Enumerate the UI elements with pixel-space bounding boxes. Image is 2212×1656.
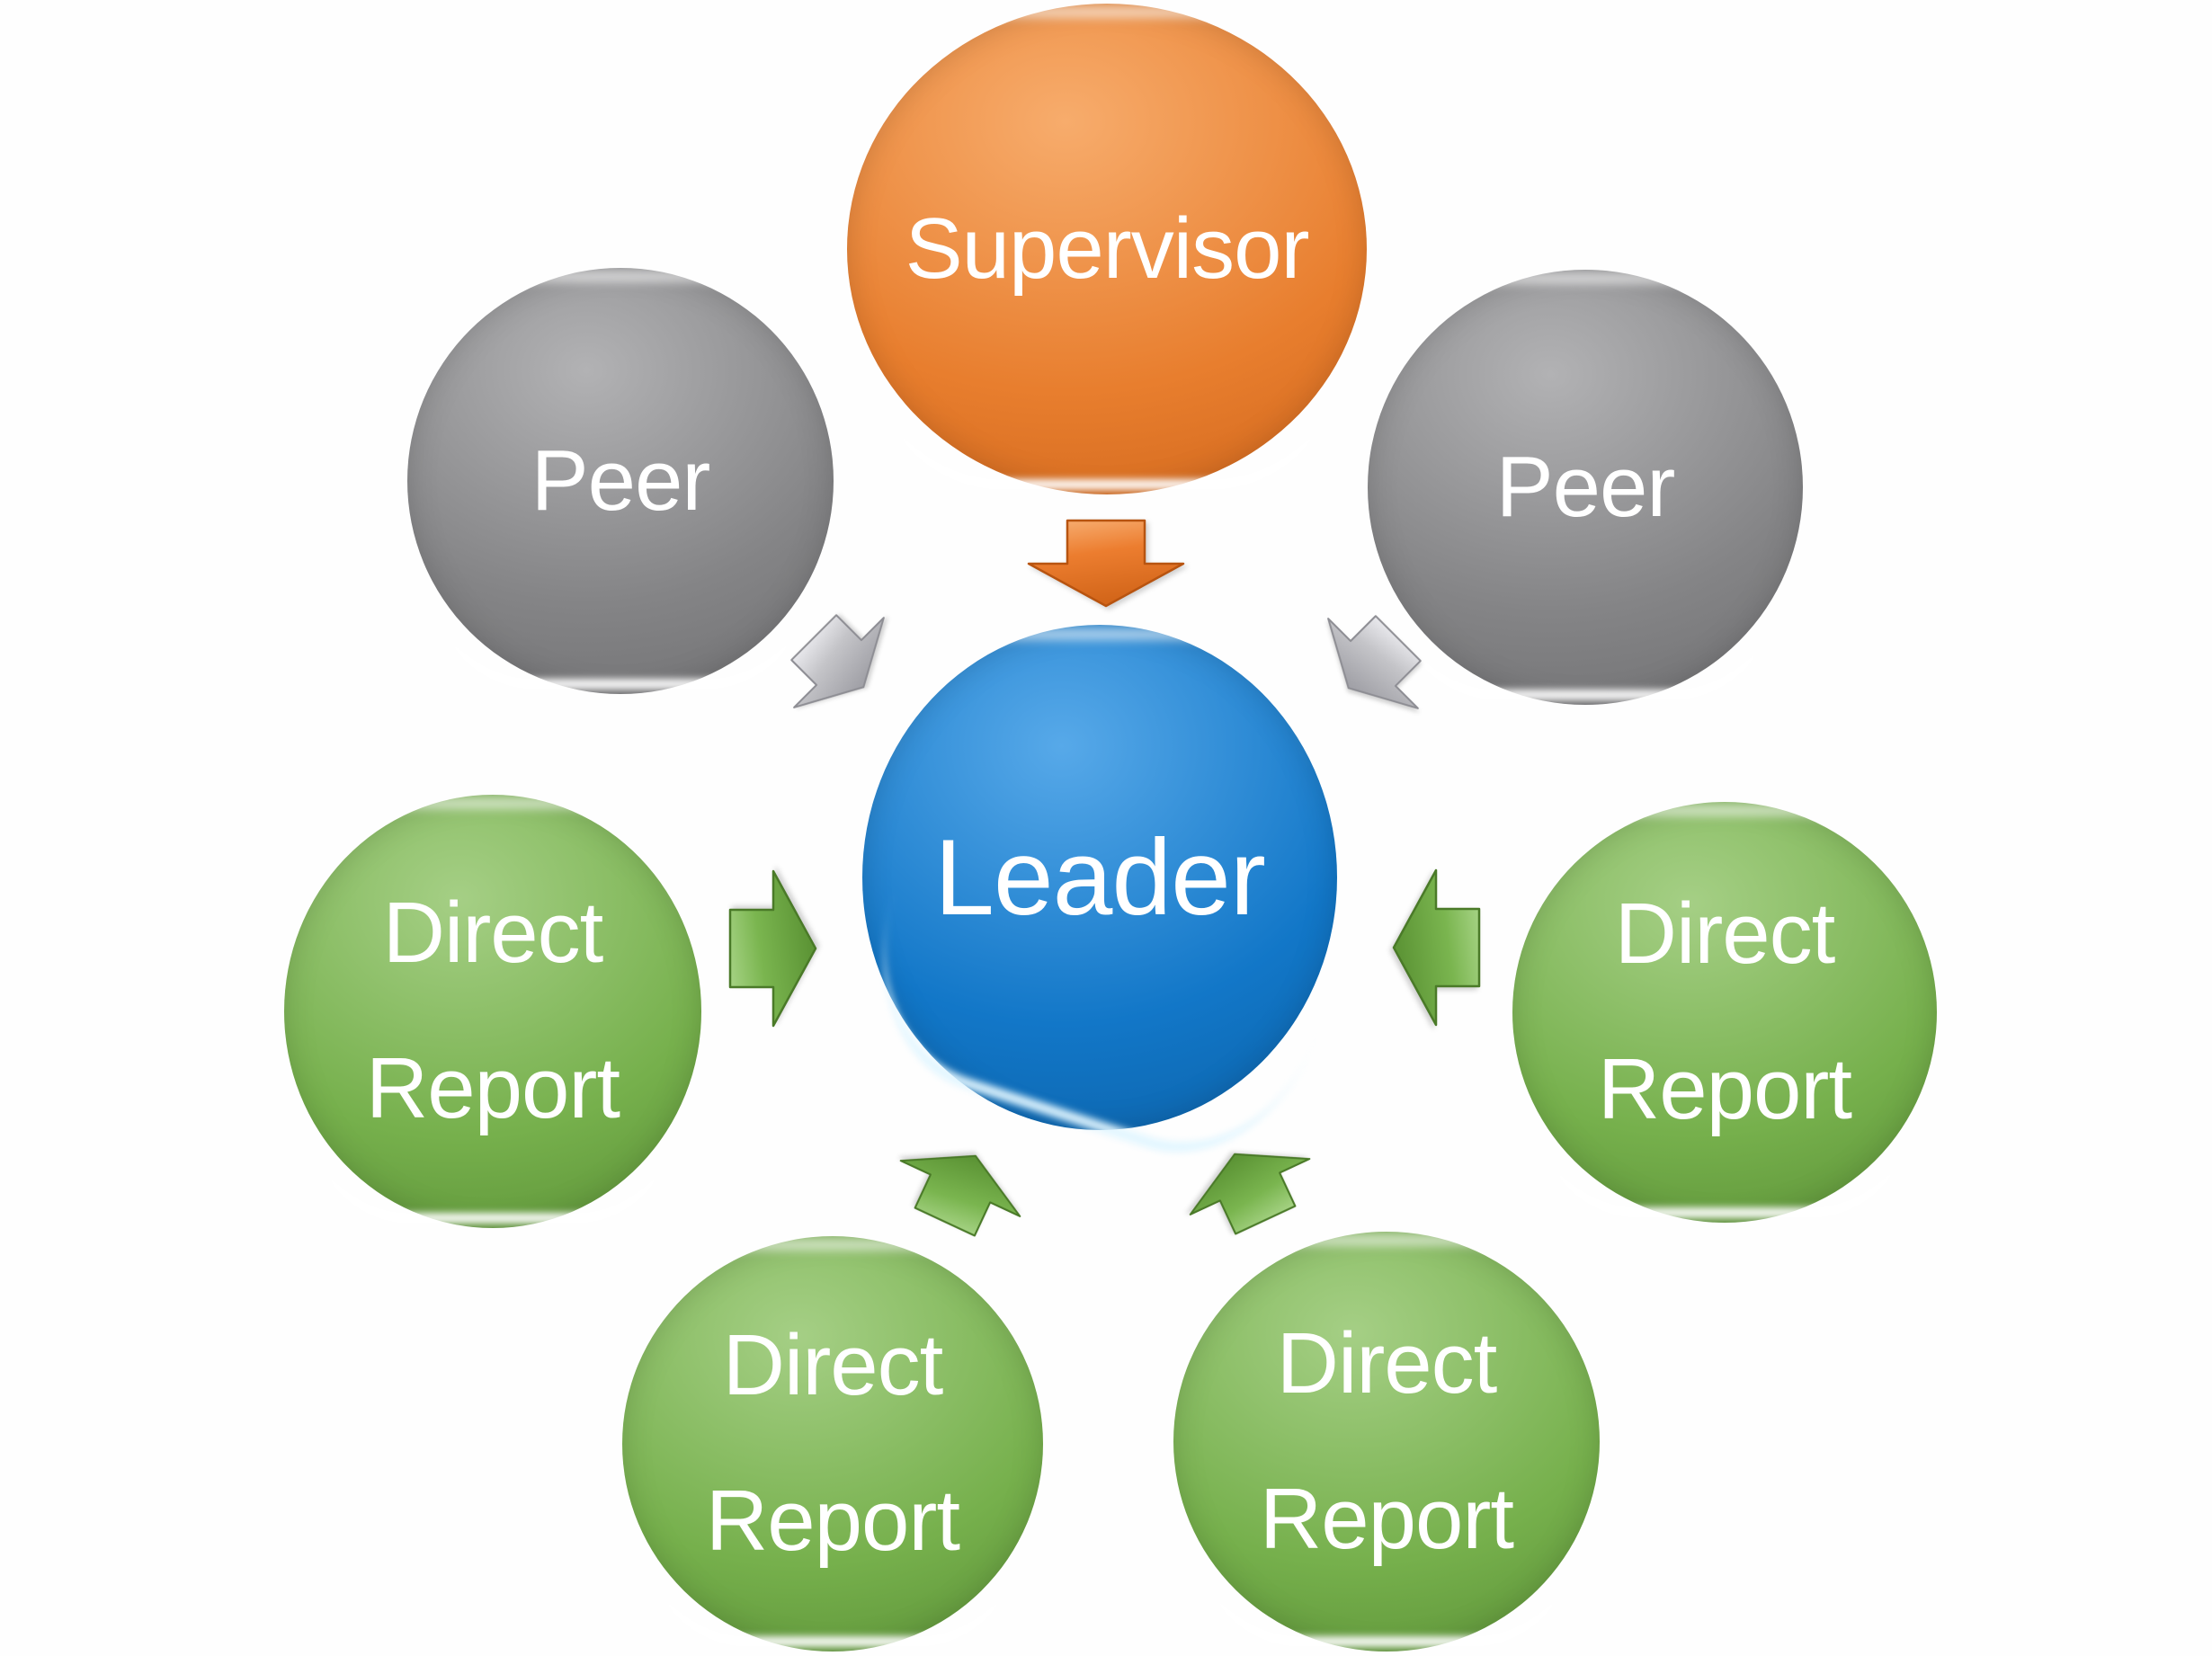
arrow-peer-right-to-leader-icon: [1327, 615, 1422, 709]
node-label-line: Direct: [1614, 886, 1836, 983]
node-label-line: Report: [1259, 1470, 1514, 1567]
node-direct-report-right: Direct Report: [1512, 802, 1937, 1223]
node-label: Peer: [1495, 438, 1676, 535]
arrow-supervisor-to-leader-icon: [1027, 519, 1185, 608]
node-label-line: Report: [365, 1040, 620, 1136]
arrow-direct-report-bottom-right-to-leader-icon: [1189, 1153, 1311, 1235]
node-direct-report-bottom-right: Direct Report: [1173, 1232, 1600, 1652]
node-direct-report-bottom-left: Direct Report: [622, 1236, 1043, 1652]
node-peer-left: Peer: [407, 268, 834, 694]
node-label-line: Report: [705, 1473, 960, 1569]
node-direct-report-left: Direct Report: [284, 795, 701, 1228]
node-leader: Leader: [862, 625, 1337, 1130]
node-label-line: Direct: [722, 1317, 944, 1414]
arrow-direct-report-bottom-left-to-leader-icon: [899, 1154, 1021, 1237]
arrow-direct-report-left-to-leader-icon: [728, 869, 817, 1028]
node-label: Peer: [531, 432, 711, 529]
node-label-line: Direct: [382, 885, 604, 982]
node-supervisor: Supervisor: [847, 4, 1367, 494]
node-label: Supervisor: [905, 200, 1310, 297]
arrow-direct-report-right-to-leader-icon: [1392, 868, 1481, 1027]
node-label: Leader: [934, 817, 1266, 938]
node-label-line: Report: [1597, 1041, 1852, 1137]
node-peer-right: Peer: [1368, 270, 1803, 705]
arrow-peer-left-to-leader-icon: [790, 614, 885, 708]
node-label-line: Direct: [1276, 1314, 1498, 1411]
